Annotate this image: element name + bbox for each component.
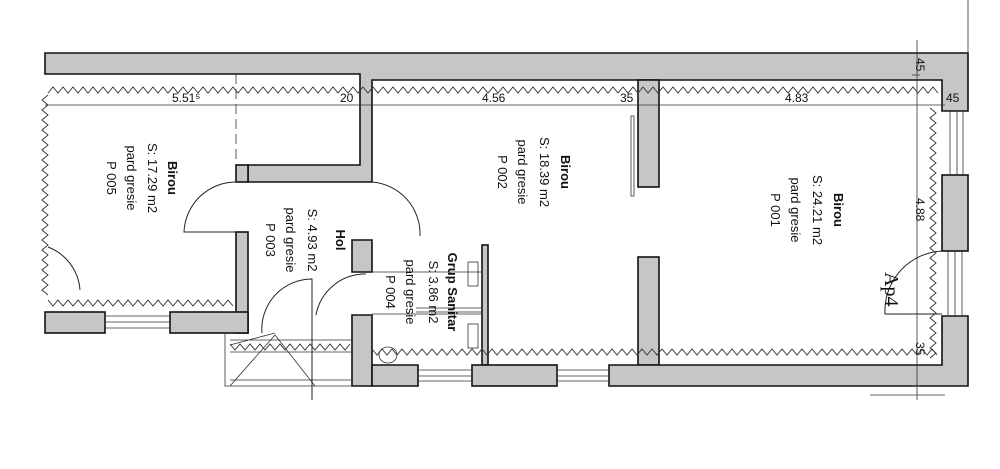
- dim-20: 20: [340, 91, 354, 105]
- dim-v-45: 45: [913, 58, 927, 72]
- svg-text:S: 18.39 m2: S: 18.39 m2: [537, 137, 552, 207]
- wall-hol-left-upper: [235, 164, 249, 183]
- partition-lower: [637, 256, 660, 366]
- walls: [44, 52, 969, 387]
- svg-text:Birou: Birou: [165, 161, 180, 195]
- finish-zigzag: [41, 94, 49, 296]
- finish-lines: [41, 86, 939, 359]
- dimension-lines: [45, 0, 969, 400]
- svg-text:Birou: Birou: [558, 155, 573, 189]
- dim-v-4-88: 4.88: [913, 198, 927, 222]
- bottom-wall-b: [608, 315, 969, 387]
- wc-right-wall: [481, 244, 489, 366]
- svg-text:P 002: P 002: [495, 155, 510, 189]
- svg-text:P 004: P 004: [383, 275, 398, 309]
- finish-zigzag: [929, 107, 937, 359]
- svg-text:P 003: P 003: [263, 223, 278, 257]
- finish-zigzag: [229, 343, 351, 351]
- left-bottom-wall-b: [169, 311, 249, 334]
- right-wall-mid: [941, 174, 969, 252]
- sanitary-fixtures: [372, 261, 482, 364]
- room-label-p005: Birou S: 17.29 m2 pard gresie P 005: [104, 143, 180, 213]
- svg-text:S: 17.29 m2: S: 17.29 m2: [145, 143, 160, 213]
- svg-text:pard gresie: pard gresie: [788, 177, 803, 242]
- svg-text:pard gresie: pard gresie: [124, 145, 139, 210]
- svg-text:P 005: P 005: [104, 161, 119, 195]
- apartment-label: Ap4: [880, 272, 902, 306]
- dim-4-56: 4.56: [482, 91, 506, 105]
- dim-45: 45: [946, 91, 960, 105]
- dim-35: 35: [620, 91, 634, 105]
- wc-left-wall: [351, 239, 373, 273]
- partition-upper: [637, 79, 660, 188]
- dim-4-83: 4.83: [785, 91, 809, 105]
- left-bottom-wall-a: [44, 311, 106, 334]
- doors: [47, 74, 943, 400]
- svg-text:Grup Sanitar: Grup Sanitar: [445, 253, 460, 332]
- room-label-p002: Birou S: 18.39 m2 pard gresie P 002: [495, 137, 573, 207]
- svg-text:S: 24.21 m2: S: 24.21 m2: [810, 175, 825, 245]
- finish-zigzag: [47, 299, 234, 307]
- svg-text:pard gresie: pard gresie: [515, 139, 530, 204]
- windows: [105, 111, 964, 387]
- finish-zigzag: [371, 348, 938, 356]
- room-label-p004: Grup Sanitar S: 3.86 m2 pard gresie P 00…: [383, 253, 460, 332]
- svg-text:Hol: Hol: [333, 230, 348, 251]
- dim-v-35: 35: [913, 342, 927, 356]
- svg-text:pard gresie: pard gresie: [403, 259, 418, 324]
- room-label-p001: Birou S: 24.21 m2 pard gresie P 001: [768, 175, 846, 245]
- svg-text:S: 4.93 m2: S: 4.93 m2: [305, 209, 320, 272]
- wc-left-wall-lower: [351, 314, 373, 387]
- finish-zigzag: [47, 86, 939, 94]
- svg-text:pard gresie: pard gresie: [283, 207, 298, 272]
- bottom-wall-a: [471, 364, 558, 387]
- wc-bottom-wall: [371, 364, 419, 387]
- dim-5-51: 5.51⁵: [172, 91, 200, 105]
- room-label-p003: Hol S: 4.93 m2 pard gresie P 003: [263, 207, 348, 272]
- svg-text:S: 3.86 m2: S: 3.86 m2: [426, 261, 441, 324]
- svg-text:P 001: P 001: [768, 193, 783, 227]
- svg-text:Birou: Birou: [831, 193, 846, 227]
